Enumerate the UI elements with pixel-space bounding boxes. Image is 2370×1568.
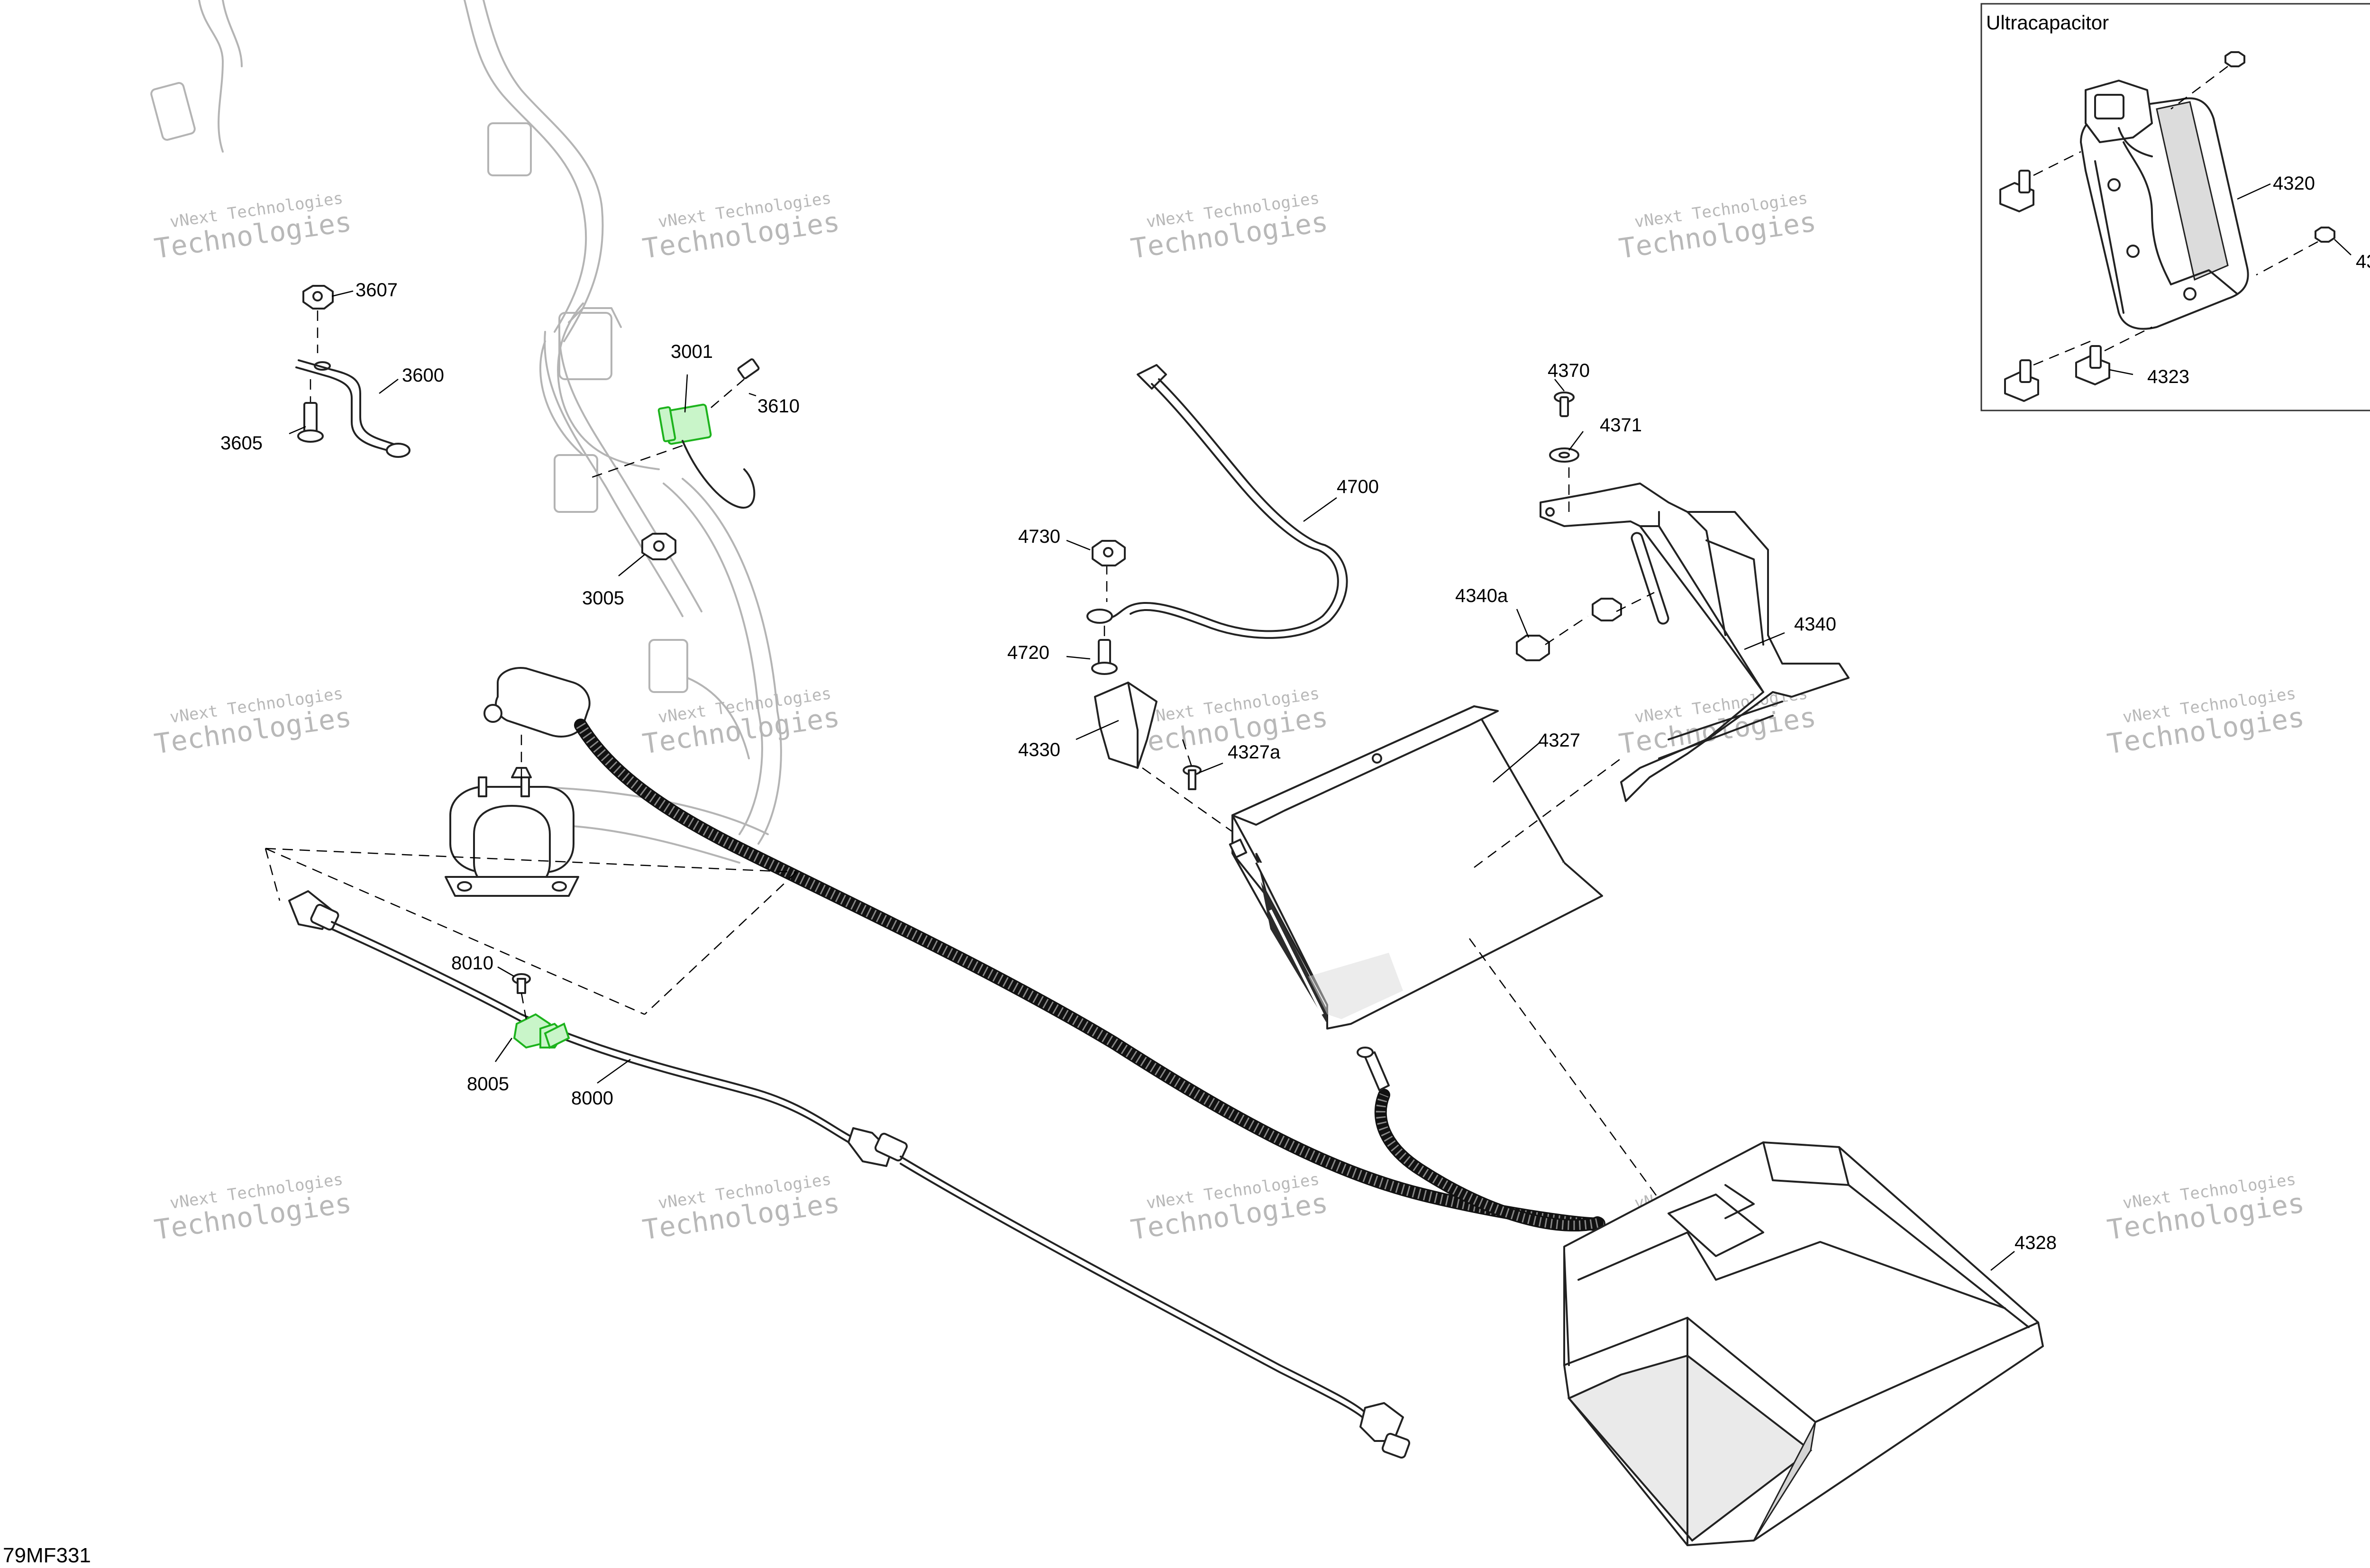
sensor-harness-8000 — [288, 890, 1411, 1459]
ultracapacitor-4320 — [2080, 80, 2249, 330]
callout-3600: 3600 — [402, 365, 444, 386]
callout-4340: 4340 — [1794, 614, 1836, 635]
washer-4371 — [1549, 447, 1579, 463]
callout-3605: 3605 — [220, 433, 263, 454]
positive-battery-cable — [483, 667, 1605, 1231]
ultracapacitor-inset: Ultracapacitor — [1980, 3, 2370, 411]
callout-4340a: 4340a — [1455, 585, 1508, 606]
clip-8005 — [513, 1013, 570, 1049]
callout-3610: 3610 — [757, 396, 800, 417]
callout-labels: 3607 3600 3605 3001 3610 3005 4700 4730 … — [220, 173, 2370, 1253]
negative-cable-4700 — [1086, 364, 1348, 675]
callout-4327a: 4327a — [1228, 742, 1281, 763]
callout-3005: 3005 — [582, 588, 624, 609]
terminal-cover-4330 — [1094, 682, 1257, 849]
bracket-4340 — [1516, 450, 1850, 802]
callout-4330: 4330 — [1018, 739, 1060, 760]
battery-4327 — [1229, 705, 1660, 1200]
callout-3607: 3607 — [356, 280, 398, 301]
callout-4730: 4730 — [1018, 526, 1060, 547]
screw-8010 — [512, 973, 531, 1020]
leader-lines — [289, 183, 2352, 1271]
reference-code: 79MF331 — [3, 1544, 91, 1567]
starter-solenoid — [445, 767, 579, 897]
standoff-4323 — [1999, 151, 2152, 402]
nut-3005 — [641, 533, 676, 560]
callout-3001: 3001 — [671, 341, 713, 362]
callout-4371: 4371 — [1600, 415, 1642, 436]
callout-4700: 4700 — [1337, 476, 1379, 497]
callout-4323: 4323 — [2147, 366, 2189, 387]
ground-strap-3600 — [295, 285, 410, 458]
battery-box-4328 — [1563, 1141, 2044, 1546]
screw-4370 — [1554, 392, 1575, 417]
screw-4327a — [1182, 739, 1202, 790]
callout-8005: 8005 — [467, 1074, 509, 1094]
nut-4321 — [2170, 51, 2335, 276]
callout-4321: 4321 — [2356, 251, 2370, 272]
callout-4320: 4320 — [2273, 173, 2315, 194]
main-wiring-harness-ghost — [150, 0, 782, 864]
connector-3001 — [587, 358, 760, 509]
assembly-outline — [264, 848, 797, 1015]
callout-4370: 4370 — [1548, 360, 1590, 381]
callout-4328: 4328 — [2014, 1232, 2057, 1253]
callout-8000: 8000 — [571, 1088, 613, 1109]
callout-4720: 4720 — [1007, 642, 1049, 663]
callout-8010: 8010 — [451, 953, 493, 974]
callout-4327: 4327 — [1538, 730, 1580, 751]
inset-title: Ultracapacitor — [1986, 11, 2109, 34]
